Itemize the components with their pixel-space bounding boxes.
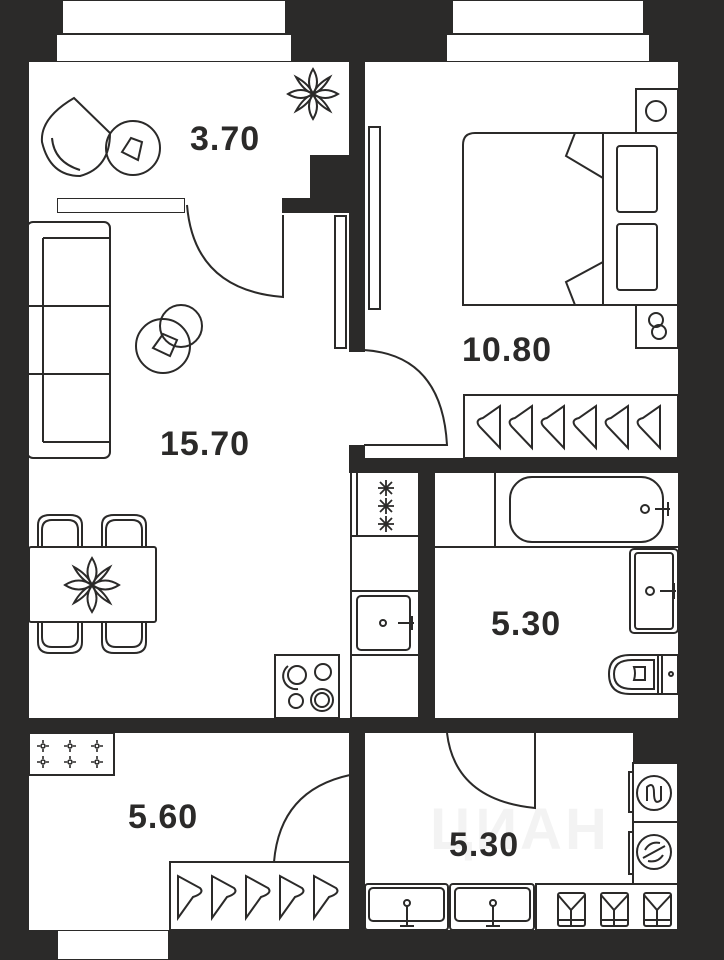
room-bathroom [435,473,678,718]
wall-kitchen-bath-divider [419,458,435,718]
washbasin-icon [630,549,678,633]
watermark: ЦИАН [430,797,610,862]
window-bedroom-frame [446,34,650,62]
shelf-panel-icon [369,127,380,309]
wardrobe-hangers-icon [464,395,678,458]
room-balcony-notch [29,62,309,215]
toilet-icon [609,655,678,694]
round-table-icon [106,121,160,175]
wall-laundry-niche [633,733,678,763]
area-label-bathroom: 5.30 [491,605,562,643]
bathtub-icon [510,477,670,542]
shoe-rack-icon [29,733,114,775]
area-label-entry-hall: 5.60 [128,798,199,836]
wall-entry-top-left [29,718,147,733]
area-label-bedroom: 10.80 [462,331,553,369]
kitchen-cabinets [351,472,419,718]
flower-icon [288,69,338,119]
corridor [349,350,439,460]
armchair-icon [42,98,110,176]
wall-center-vertical [349,62,365,352]
door-swing-icon [187,205,535,862]
wall-balcony-step2 [282,198,350,213]
area-label-living-kitchen: 15.70 [160,425,251,463]
shirts-shelf-icon [536,884,678,930]
window-balcony-outer [62,0,286,34]
bed-icon [463,133,678,305]
nightstand-icon [636,89,678,348]
kitchen-sink-icon [357,596,414,650]
wall-hall-divider [349,733,365,775]
stove-icon [275,655,339,718]
room-living-kitchen-lower [29,440,419,718]
range-hood-icon [378,480,394,532]
coffee-table-icon [136,305,202,373]
window-balcony-frame [56,34,292,62]
wall-entry-top-right [275,718,450,733]
window-bedroom-outer [452,0,644,34]
wall-hall-divider-low [349,860,365,930]
shelf-panel-icon [335,216,346,348]
double-sink-icon [365,884,534,930]
chairs-icon [38,515,146,653]
window-balcony-door [57,198,185,213]
wardrobe-hangers-icon [170,862,350,930]
area-label-laundry-hall: 5.30 [449,826,520,864]
area-label-balcony: 3.70 [190,120,261,158]
washing-machine-icon [629,763,678,822]
sofa-icon [27,222,110,458]
window-entry [57,930,169,960]
wall-bath-bottom-right [535,718,678,733]
wall-corridor-stub [349,445,365,473]
dryer-icon [629,822,678,884]
dining-table-icon [29,547,156,622]
